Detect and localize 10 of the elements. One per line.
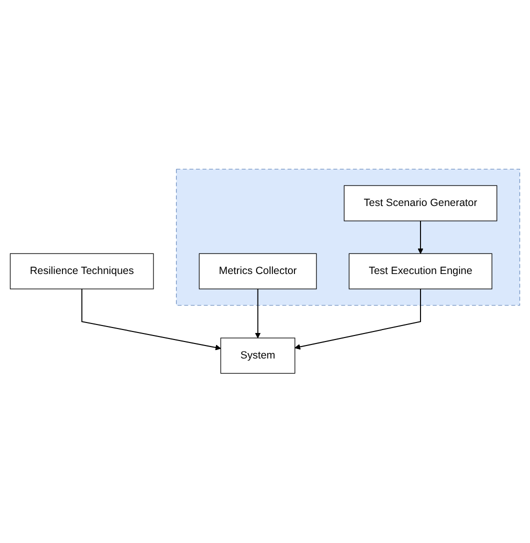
node-box: Test Scenario Generator [344,185,498,222]
arrow [81,288,221,351]
cluster [176,169,520,306]
node-box: System [220,338,296,374]
arrow [254,288,261,338]
node-box: Resilience Techniques [10,254,154,290]
arrow [418,220,424,254]
node-box: Metrics Collector [198,254,317,290]
node-box: Test Execution Engine [348,254,492,290]
arrow [294,288,421,350]
